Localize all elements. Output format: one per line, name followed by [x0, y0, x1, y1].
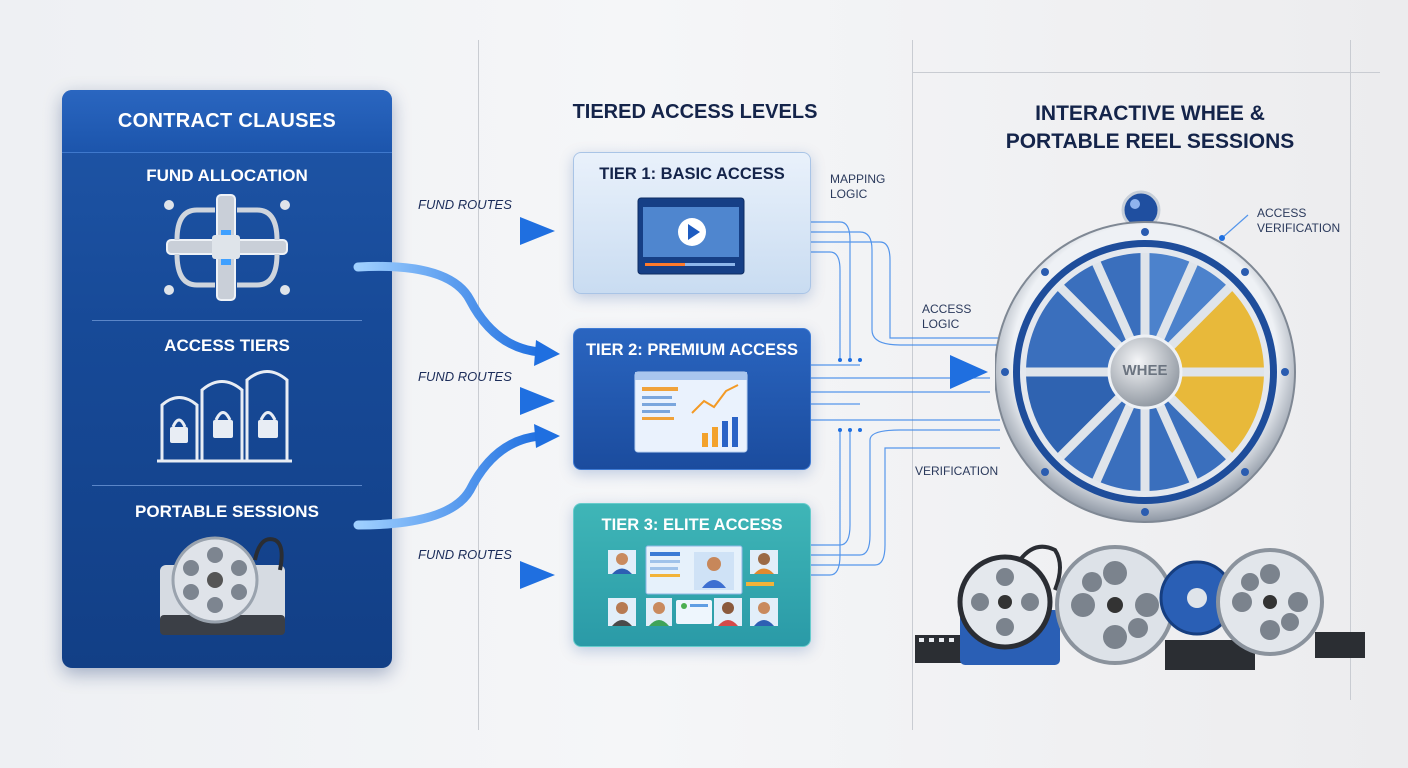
- gates-locks-icon: [157, 370, 292, 463]
- fund-routes-label-2: FUND ROUTES: [418, 369, 512, 384]
- panel-header: [62, 90, 392, 153]
- mapping-logic-label: MAPPING LOGIC: [830, 172, 886, 201]
- tier-1-label: TIER 1: BASIC ACCESS: [599, 165, 785, 183]
- tier-2-label: TIER 2: PREMIUM ACCESS: [585, 341, 799, 359]
- section-title-fund-allocation: FUND ALLOCATION: [146, 166, 308, 185]
- section-title-portable-sessions: PORTABLE SESSIONS: [135, 502, 319, 521]
- tier-1-card: TIER 1: BASIC ACCESS: [573, 152, 811, 294]
- tier-3-label: TIER 3: ELITE ACCESS: [601, 516, 783, 534]
- arrow-head-1: [520, 217, 555, 245]
- section-title-access-tiers: ACCESS TIERS: [164, 336, 290, 355]
- verification-label: VERIFICATION: [915, 464, 999, 478]
- arrow-head-3: [520, 387, 555, 415]
- video-conference-icon: [608, 545, 778, 626]
- panel-title: CONTRACT CLAUSES: [117, 110, 337, 132]
- tiers-heading: TIERED ACCESS LEVELS: [572, 101, 818, 123]
- arrow-head-2: [534, 340, 560, 366]
- video-player-icon: [637, 197, 745, 275]
- fund-routes-label-3: FUND ROUTES: [418, 547, 512, 562]
- access-logic-label: ACCESS LOGIC: [922, 302, 972, 331]
- wheel-hub-label: WHEE: [1122, 362, 1168, 379]
- arrow-head-5: [520, 561, 555, 589]
- arrow-head-4: [534, 424, 560, 448]
- wheel-heading: INTERACTIVE WHEE & PORTABLE REEL SESSION…: [1005, 102, 1295, 153]
- contract-clauses-panel: CONTRACT CLAUSES FUND ALLOCATION ACCESS …: [62, 90, 392, 668]
- reel-device-icon: [160, 536, 285, 635]
- access-verification-label: ACCESS VERIFICATION: [1257, 206, 1341, 235]
- fund-routes-label-1: FUND ROUTES: [418, 197, 512, 212]
- tier-3-card: TIER 3: ELITE ACCESS: [573, 503, 811, 647]
- analytics-dashboard-icon: [634, 371, 748, 453]
- tier-2-card: TIER 2: PREMIUM ACCESS: [573, 328, 811, 470]
- film-reels-icon: [915, 544, 1365, 670]
- pipes-icon: [164, 194, 290, 301]
- wheel-icon: [995, 190, 1296, 523]
